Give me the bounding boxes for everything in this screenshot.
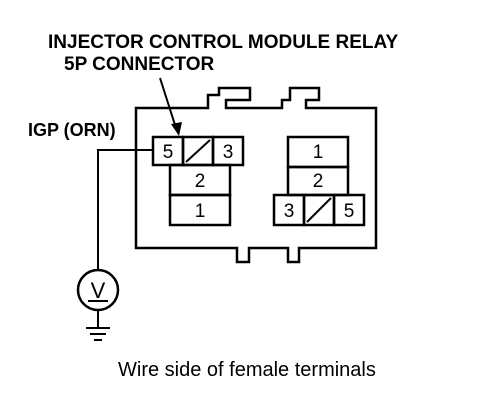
- wire-label: IGP (ORN): [28, 120, 116, 140]
- terminal-label: 3: [284, 201, 295, 222]
- terminal-label: 5: [344, 201, 355, 222]
- terminal-label: 1: [195, 201, 206, 222]
- title-line-2: 5P CONNECTOR: [64, 54, 215, 75]
- terminal-cell: [168, 193, 232, 227]
- caption: Wire side of female terminals: [118, 359, 376, 381]
- terminal-label: 5: [163, 142, 174, 163]
- voltmeter-symbol: V: [91, 278, 106, 303]
- terminal-label: 2: [195, 171, 206, 192]
- terminal-label: 3: [223, 142, 234, 163]
- test-lead-wire: [97, 149, 153, 270]
- connector-housing: [134, 86, 378, 264]
- left-cavity: 5 3 2 1: [151, 135, 245, 227]
- terminal-cell: [332, 193, 366, 227]
- terminal-label: 1: [313, 142, 324, 163]
- pointer-arrow-icon: [159, 77, 182, 136]
- terminal-label: 2: [313, 171, 324, 192]
- title-line-1: INJECTOR CONTROL MODULE RELAY: [48, 32, 398, 53]
- right-cavity: 1 2 3 5: [272, 135, 366, 227]
- voltmeter-icon: V: [76, 268, 120, 312]
- ground-icon: [86, 310, 110, 341]
